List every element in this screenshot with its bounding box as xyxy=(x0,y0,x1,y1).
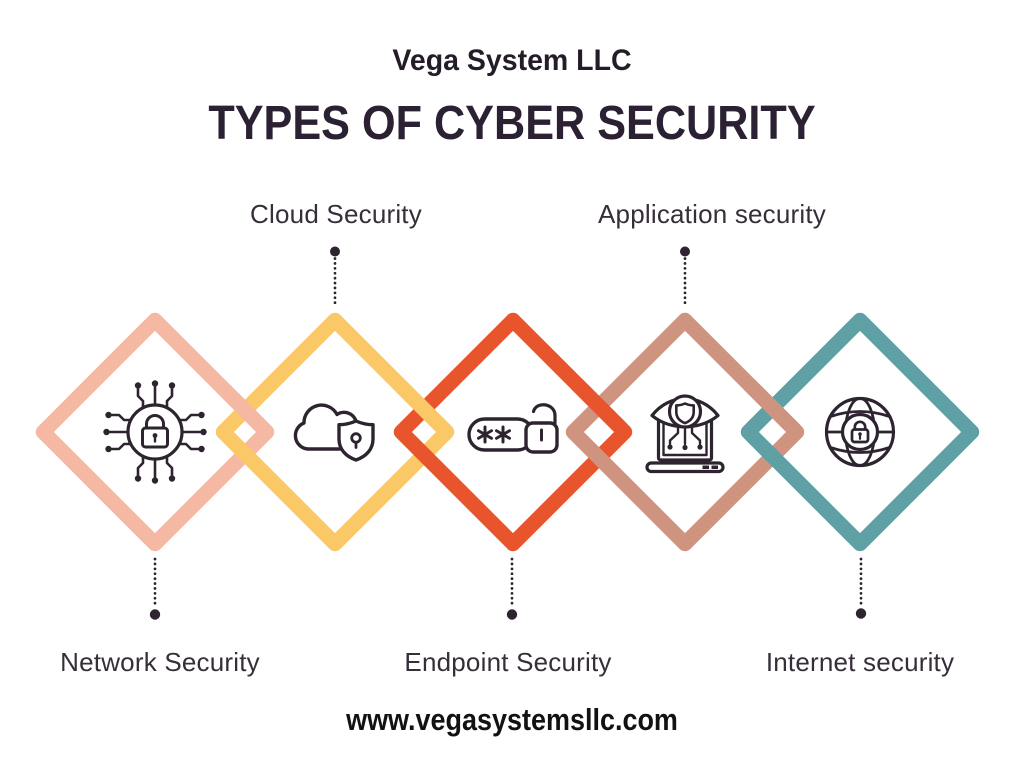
website-url: www.vegasystemsllc.com xyxy=(346,702,678,737)
circuit-nodes xyxy=(103,380,207,484)
laptop-ports xyxy=(702,465,718,469)
connector-dot xyxy=(855,608,867,619)
endpoint-security-icon xyxy=(467,403,559,454)
label-application-security: Application security xyxy=(598,199,826,229)
label-network-security: Network Security xyxy=(60,647,260,677)
connector-application-security xyxy=(680,246,690,308)
screen-circuit-nodes xyxy=(667,444,703,451)
application-security-icon xyxy=(645,394,725,474)
internet-security-icon xyxy=(824,396,896,468)
connector-dot xyxy=(149,609,161,620)
weave-patch xyxy=(401,320,624,543)
asterisk-glyphs xyxy=(477,425,511,444)
connector-cloud-security xyxy=(330,246,340,308)
circuit-traces xyxy=(108,385,202,479)
label-internet-security: Internet security xyxy=(765,647,955,677)
connector-network-security xyxy=(149,557,161,620)
connector-dot xyxy=(330,246,340,257)
network-security-icon xyxy=(103,380,207,484)
brand-name: Vega System LLC xyxy=(392,44,632,77)
page-title: TYPES OF CYBER SECURITY xyxy=(208,97,816,150)
connector-dot xyxy=(506,609,518,620)
screen-circuit-traces xyxy=(668,426,702,446)
connector-endpoint-security xyxy=(506,557,518,620)
connector-dot xyxy=(680,246,690,257)
label-cloud-security: Cloud Security xyxy=(250,199,422,229)
diamond-endpoint-security xyxy=(401,320,624,543)
connector-internet-security xyxy=(855,557,867,619)
label-endpoint-security: Endpoint Security xyxy=(404,647,612,677)
cloud-security-icon xyxy=(293,403,375,462)
